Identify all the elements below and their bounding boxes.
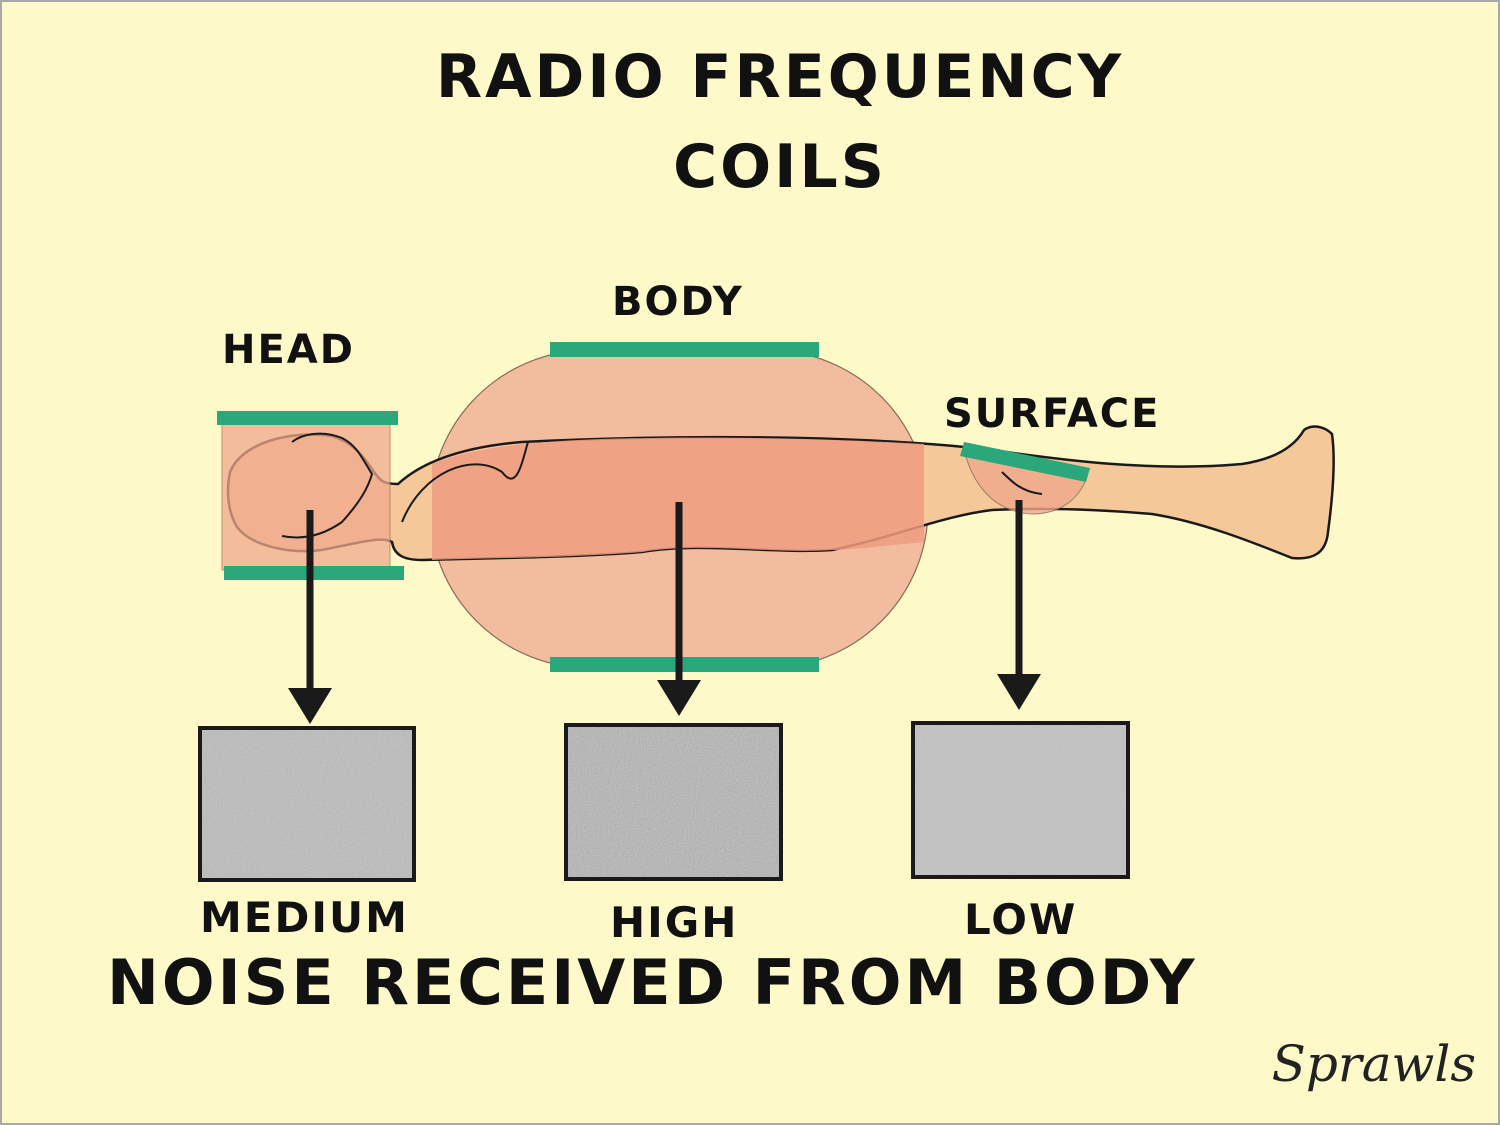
noise-level-high: HIGH bbox=[610, 898, 739, 947]
head-arrow bbox=[288, 510, 332, 724]
torso-region bbox=[432, 437, 924, 560]
noise-level-medium: MEDIUM bbox=[200, 893, 409, 942]
surface-coil-label: SURFACE bbox=[944, 391, 1161, 437]
head-coil-field bbox=[221, 421, 391, 571]
noise-box-low bbox=[911, 721, 1130, 879]
body-coil-top-bar bbox=[550, 342, 819, 357]
footer-caption: NOISE RECEIVED FROM BODY bbox=[107, 946, 1198, 1019]
noise-box-medium bbox=[198, 726, 416, 882]
noise-level-low: LOW bbox=[964, 895, 1078, 944]
body-arrow bbox=[657, 502, 701, 716]
surface-arrow bbox=[997, 500, 1041, 710]
face-outline bbox=[281, 432, 374, 539]
arm-outline bbox=[401, 441, 529, 523]
title-line-2: COILS bbox=[673, 132, 887, 202]
head-coil-label: HEAD bbox=[222, 327, 355, 373]
noise-box-high bbox=[564, 723, 783, 881]
knee-outline bbox=[1001, 471, 1043, 495]
surface-coil-field bbox=[963, 449, 1088, 515]
author-signature: Sprawls bbox=[1271, 1035, 1476, 1093]
body-coil-label: BODY bbox=[612, 279, 744, 325]
title-line-1: RADIO FREQUENCY bbox=[435, 42, 1125, 112]
body-coil-bottom-bar bbox=[550, 657, 819, 672]
surface-coil-bar bbox=[960, 442, 1090, 482]
head-coil-top-bar bbox=[217, 411, 398, 425]
head-coil-bottom-bar bbox=[224, 566, 404, 580]
